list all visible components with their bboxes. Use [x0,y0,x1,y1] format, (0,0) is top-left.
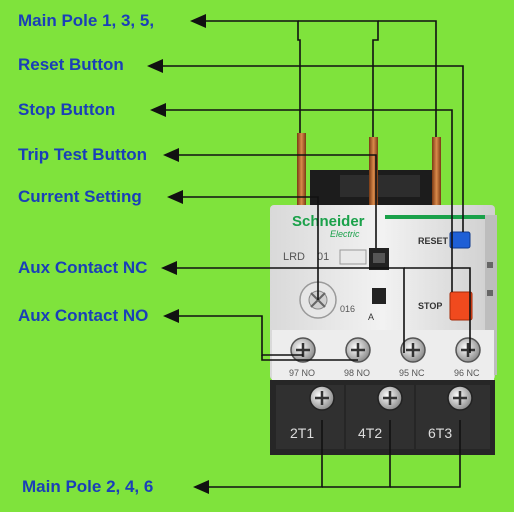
dial-value: 016 [340,304,355,314]
model-label: LRD [283,251,305,263]
aux-terminal-label: 98 NO [344,368,370,378]
label-stop-button: Stop Button [18,100,116,119]
model-code: 01 [317,251,329,263]
brand-name: Schneider [292,213,365,230]
dial-unit: A [368,312,374,322]
label-aux-contact-nc: Aux Contact NC [18,258,148,277]
main-terminal-label: 4T2 [358,425,382,441]
reset-button[interactable] [449,231,471,249]
label-aux-contact-no: Aux Contact NO [18,306,149,325]
main-terminal-label: 6T3 [428,425,452,441]
label-current-setting: Current Setting [18,187,142,206]
brand-stripe [385,215,485,219]
main-pole-pin-3 [369,137,378,213]
aux-terminal-label: 95 NC [399,368,425,378]
brand-subname: Electric [330,229,360,239]
aux-terminal-label: 96 NC [454,368,480,378]
stop-label: STOP [418,301,442,311]
label-main-pole-top: Main Pole 1, 3, 5, [18,11,155,30]
main-pole-pin-5 [432,137,441,213]
label-main-pole-bottom: Main Pole 2, 4, 6 [22,477,154,496]
label-trip-test-button: Trip Test Button [18,145,148,164]
main-pole-pin-1 [297,133,306,213]
arrowheads [147,14,209,494]
reset-label: RESET [418,236,449,246]
label-reset-button: Reset Button [18,55,124,74]
stop-button[interactable] [449,291,473,321]
leader-lines [162,20,471,488]
aux-terminal-label: 97 NO [289,368,315,378]
main-terminal-label: 2T1 [290,425,314,441]
